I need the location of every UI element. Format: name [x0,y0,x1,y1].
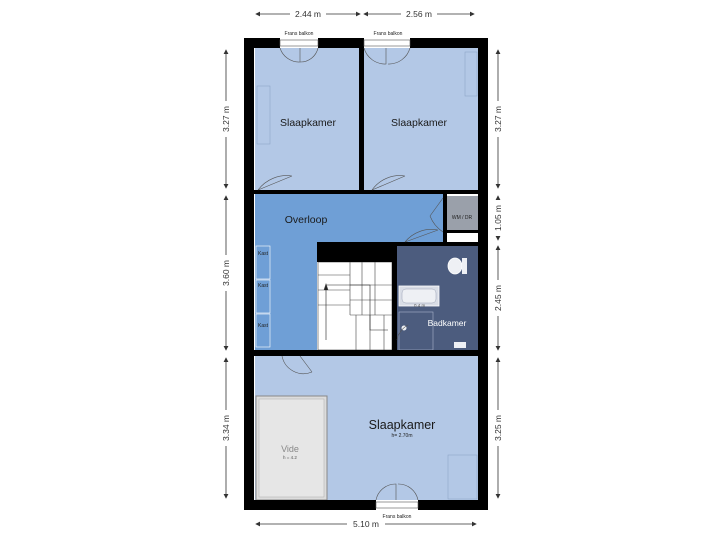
dim-right-top: 3.27 m [493,106,503,132]
room-label-bedroom-top-right: Slaapkamer [391,117,448,129]
room-label-void: Vide [281,444,299,454]
room-label-bedroom-bottom: Slaapkamer [369,418,436,432]
closet-label-1: Kast [258,251,269,257]
room-label-bathroom: Badkamer [428,318,467,328]
closet-label-2: Kast [258,283,269,289]
stair-area [318,262,392,350]
balcony-label-bottom: Frans balkon [383,514,412,520]
room-label-laundry: WM / DR [452,215,473,221]
landing-corridor-floor [255,242,317,352]
dim-right-bottom: 3.25 m [493,415,503,441]
windows [279,39,419,509]
bedroom-top-right-floor [364,48,478,190]
void-inner [258,398,325,498]
void-note: h = 4.2 [283,455,297,460]
closets [255,245,271,348]
toilet [447,257,463,275]
dim-top-right: 2.56 m [406,9,432,19]
bedroom-top-right-wardrobe [464,51,478,97]
closet-label-3: Kast [258,323,269,329]
room-label-landing: Overloop [285,214,328,226]
door-swings [257,47,444,501]
room-height-bedroom-bottom: h= 2.70m [392,433,413,439]
dim-left-top: 3.27 m [221,106,231,132]
balcony-label-top-right: Frans balkon [374,31,403,37]
dim-left-middle: 3.60 m [221,260,231,286]
sink [454,342,466,348]
room-label-bedroom-top-left: Slaapkamer [280,117,337,129]
dim-bottom: 5.10 m [353,519,379,529]
dim-right-middle-b: 2.45 m [493,285,503,311]
balcony-label-top-left: Frans balkon [285,31,314,37]
bedroom-top-left-floor [255,48,359,190]
dim-top-left: 2.44 m [295,9,321,19]
landing-floor [255,194,445,242]
laundry-floor [447,196,478,232]
bedroom-top-left-wardrobe [256,85,271,145]
bath-note: 0.4 m [414,303,426,308]
walls [244,38,488,510]
dim-left-bottom: 3.34 m [221,415,231,441]
bedroom-bottom-wardrobe [447,454,478,500]
dim-right-middle-a: 1.05 m [493,205,503,231]
